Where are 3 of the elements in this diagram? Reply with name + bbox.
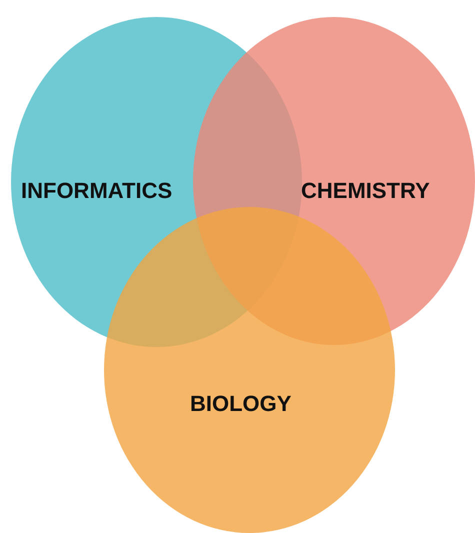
- circle-label: CHEMISTRY: [301, 180, 430, 202]
- circle-label: INFORMATICS: [21, 180, 172, 202]
- circle-label: BIOLOGY: [190, 393, 292, 415]
